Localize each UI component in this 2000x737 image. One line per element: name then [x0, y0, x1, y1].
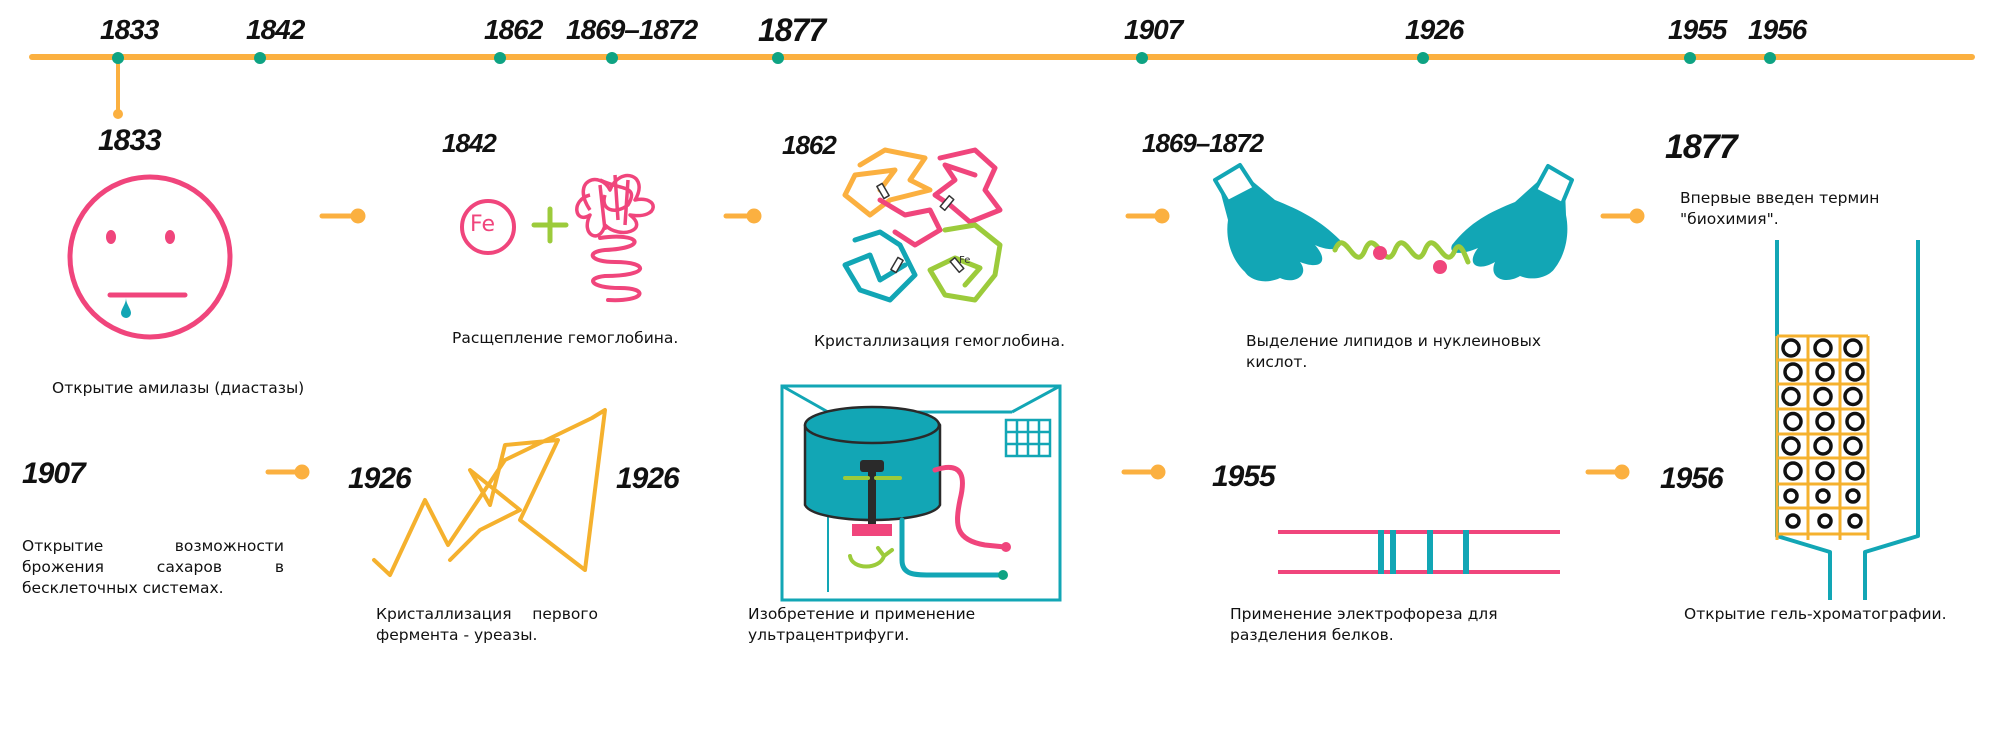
face-icon — [67, 174, 233, 340]
column-bead — [1815, 461, 1835, 481]
column-bead — [1843, 386, 1863, 407]
ultracentrifuge-icon — [780, 384, 1062, 602]
iron-label: Fe — [470, 212, 495, 237]
column-bead — [1845, 488, 1861, 504]
arrow-1 — [319, 208, 366, 224]
timeline-dot-1833 — [112, 52, 124, 64]
event-year-1907: 1907 — [22, 457, 86, 490]
arrow-2 — [723, 208, 762, 224]
timeline-drop-dot — [113, 109, 123, 119]
event-year-1869-1872: 1869–1872 — [1142, 128, 1264, 158]
column-bead — [1783, 461, 1803, 481]
timeline-dot-1877 — [772, 52, 784, 64]
timeline-year-1842: 1842 — [246, 14, 305, 45]
column-bead — [1813, 338, 1833, 358]
column-bead — [1815, 411, 1835, 432]
caption-fermentation: Открытие возможности брожения сахаров в … — [22, 537, 284, 597]
column-bead — [1783, 362, 1803, 382]
timeline-year-1956: 1956 — [1748, 14, 1807, 45]
column-bead — [1813, 436, 1833, 456]
arrow-6 — [1121, 464, 1166, 480]
electrophoresis-gel-icon — [1278, 530, 1560, 574]
column-bead — [1845, 411, 1865, 432]
column-bead — [1815, 362, 1835, 382]
caption-gel-chromatography: Открытие гель-хроматографии. — [1684, 605, 1947, 623]
enzyme-strand-icon — [372, 408, 607, 577]
timeline-dot-1907 — [1136, 52, 1148, 64]
arrow-5 — [265, 464, 310, 480]
column-bead — [1781, 436, 1801, 456]
timeline-year-1862: 1862 — [484, 14, 543, 45]
column-bead — [1781, 338, 1801, 358]
timeline-dot-1926 — [1417, 52, 1429, 64]
column-bead — [1843, 338, 1863, 358]
column-bead — [1847, 513, 1863, 529]
timeline-year-1833: 1833 — [100, 14, 159, 45]
timeline-year-1926: 1926 — [1405, 14, 1464, 45]
iron-plus-coil-icon — [460, 173, 655, 303]
event-year-1926-a: 1926 — [348, 462, 412, 495]
event-year-1926-b: 1926 — [616, 462, 680, 495]
event-year-1877: 1877 — [1665, 128, 1738, 166]
column-bead — [1781, 386, 1801, 407]
chromatography-column-icon — [1775, 240, 1920, 600]
column-bead — [1845, 362, 1865, 382]
timeline-dot-1956 — [1764, 52, 1776, 64]
caption-electrophoresis: Применение электрофореза для разделения … — [1230, 605, 1498, 644]
event-year-1955: 1955 — [1212, 460, 1276, 493]
timeline-year-1955: 1955 — [1668, 14, 1727, 45]
timeline-year-1877: 1877 — [758, 12, 826, 48]
column-bead — [1815, 488, 1831, 504]
event-year-1862: 1862 — [782, 130, 837, 160]
gloved-hands-icon — [1213, 163, 1574, 282]
timeline-year-1907: 1907 — [1124, 14, 1183, 45]
timeline-dot-1842 — [254, 52, 266, 64]
column-bead — [1785, 513, 1801, 529]
arrow-7 — [1585, 464, 1630, 480]
column-bead — [1813, 386, 1833, 407]
column-bead — [1845, 461, 1865, 481]
hemoglobin-icon — [842, 147, 1003, 303]
timeline-dot-1862 — [494, 52, 506, 64]
timeline-dot-1955 — [1684, 52, 1696, 64]
timeline-dot-1869-1872 — [606, 52, 618, 64]
iron-small-label: Fe — [959, 255, 971, 266]
caption-amylase: Открытие амилазы (диастазы) — [52, 379, 305, 397]
caption-lipids: Выделение липидов и нуклеиновых кислот. — [1246, 332, 1542, 371]
event-year-1833: 1833 — [98, 124, 162, 157]
timeline-year-1869-1872: 1869–1872 — [566, 14, 698, 45]
caption-hemoglobin-split: Расщепление гемоглобина. — [452, 329, 679, 347]
caption-urease: Кристаллизация первого фермента - уреазы… — [376, 605, 598, 644]
caption-ultracentrifuge: Изобретение и применение ультрацентрифуг… — [748, 605, 976, 644]
column-bead — [1843, 436, 1863, 456]
caption-hemoglobin-crystal: Кристаллизация гемоглобина. — [814, 332, 1066, 350]
event-year-1956: 1956 — [1660, 462, 1724, 495]
column-bead — [1783, 488, 1799, 504]
arrow-4 — [1600, 208, 1645, 224]
column-bead — [1817, 513, 1833, 529]
arrow-3 — [1125, 208, 1170, 224]
column-bead — [1783, 411, 1803, 432]
event-year-1842: 1842 — [442, 128, 497, 158]
caption-biochemistry: Впервые введен термин "биохимия". — [1680, 189, 1880, 228]
